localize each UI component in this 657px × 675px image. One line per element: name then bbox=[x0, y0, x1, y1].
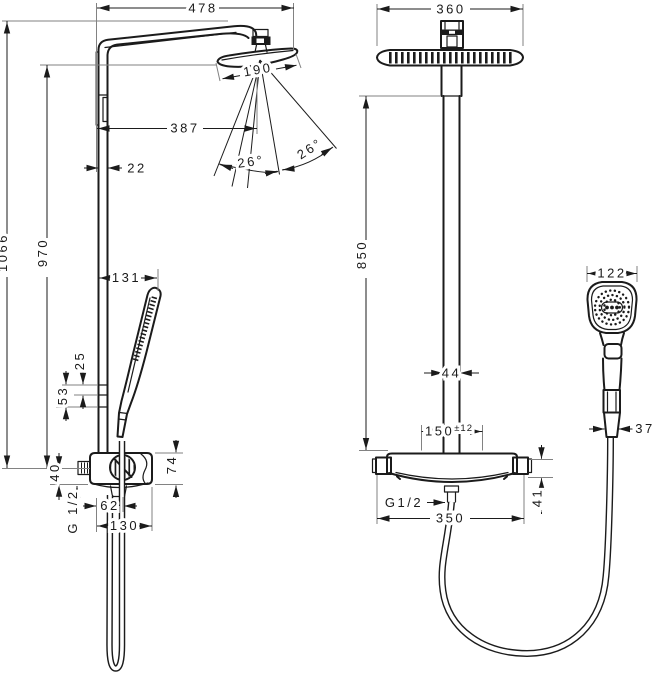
supply-nut-left bbox=[375, 456, 392, 475]
thread-label-front: G1/2 bbox=[385, 495, 423, 510]
spray-cone bbox=[213, 59, 337, 189]
dim-column-height-label: 850 bbox=[354, 240, 369, 269]
dim-body-width-label: 350 bbox=[436, 511, 465, 526]
hand-shower-front bbox=[586, 281, 638, 438]
shower-hose-side bbox=[106, 441, 126, 672]
shut-off-valve-side bbox=[77, 452, 153, 498]
overhead-shower-front bbox=[376, 20, 524, 67]
dim-holder-span-label: 53 bbox=[55, 386, 70, 405]
dim-body-drop-label: 41 bbox=[530, 488, 545, 507]
wall-pipe-front bbox=[440, 64, 463, 454]
dim-spray-offset-label: 387 bbox=[170, 121, 199, 136]
dim-body-height-label: 74 bbox=[164, 455, 179, 474]
dim-handshower-width-label: 122 bbox=[597, 266, 626, 281]
overhead-head-front bbox=[376, 49, 524, 67]
dim-handshower-offset-label: 131 bbox=[112, 270, 141, 285]
supply-nut-right bbox=[512, 456, 529, 475]
front-view: 360 850 44 150±12 122 37 G1/2 350 41 bbox=[351, 0, 655, 658]
dim-head-width-front-label: 360 bbox=[436, 2, 465, 17]
hose-connector bbox=[603, 411, 621, 438]
dim-angle-left-label: 26° bbox=[236, 152, 265, 171]
dim-inlet-drop-label: 40 bbox=[47, 462, 62, 481]
dim-body-depth-label: 130 bbox=[110, 518, 139, 533]
overhead-head-lens bbox=[216, 47, 299, 68]
front-view-dimension-labels: 360 850 44 150±12 122 37 G1/2 350 41 bbox=[351, 0, 655, 529]
thread-label-side: G 1/2 bbox=[65, 489, 80, 533]
handshower-head-front bbox=[586, 281, 638, 334]
dim-supply-spacing-label: 150±12 bbox=[425, 423, 473, 439]
side-view-extension-lines bbox=[2, 3, 302, 532]
shower-hose-front bbox=[438, 437, 614, 658]
dim-holder-offset-label: 25 bbox=[72, 351, 87, 370]
outlet-collar bbox=[443, 485, 460, 493]
dim-outlet-offset-label: 62 bbox=[100, 498, 119, 513]
select-button bbox=[603, 343, 623, 360]
wall-pipe-side bbox=[95, 24, 258, 454]
dim-pipe-depth-label: 22 bbox=[127, 161, 146, 176]
dim-height-to-arm-label: 970 bbox=[35, 238, 50, 267]
front-view-dimension-lines bbox=[362, 5, 637, 522]
dim-angle-right-label: 26° bbox=[294, 135, 325, 162]
front-view-extension-lines bbox=[359, 4, 638, 524]
thermostat-front bbox=[371, 452, 533, 503]
side-view: 478 387 22 190 26° 26° 1066 970 131 25 5… bbox=[0, 0, 337, 672]
overhead-shower-side bbox=[216, 28, 299, 68]
dim-reach-label: 478 bbox=[188, 1, 217, 16]
dim-overall-height-label: 1066 bbox=[0, 233, 10, 272]
hand-shower-side bbox=[116, 286, 162, 438]
head-mount bbox=[440, 20, 464, 49]
side-view-dimension-lines bbox=[3, 4, 334, 530]
dim-head-width-label: 190 bbox=[242, 60, 273, 80]
side-view-dimension-labels: 478 387 22 190 26° 26° 1066 970 131 25 5… bbox=[0, 0, 328, 537]
dim-hose-width-label: 37 bbox=[635, 421, 654, 436]
dim-pipe-width-label: 44 bbox=[442, 366, 461, 381]
